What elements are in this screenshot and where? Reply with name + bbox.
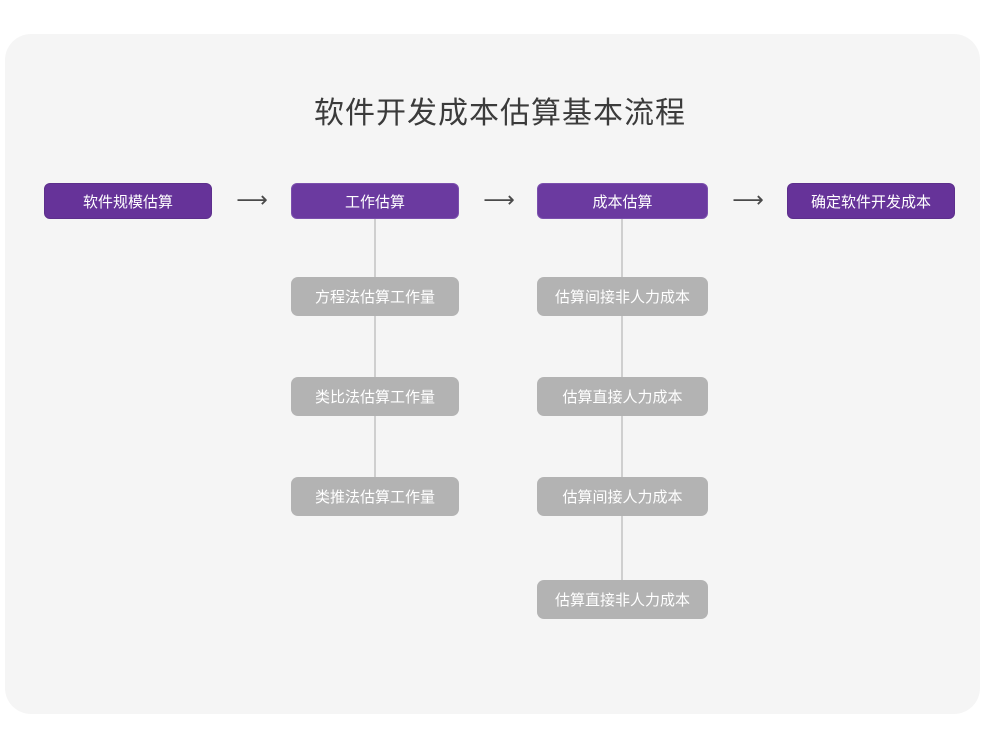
substep-node-stage3-4[interactable]: 估算直接非人力成本 [537,580,708,619]
substep-node-stage2-3[interactable]: 类推法估算工作量 [291,477,459,516]
connector-line-stage-2 [374,201,376,497]
stage-node-3[interactable]: 成本估算 [537,183,708,219]
substep-node-stage3-2[interactable]: 估算直接人力成本 [537,377,708,416]
stage-node-4[interactable]: 确定软件开发成本 [787,183,955,219]
page-title: 软件开发成本估算基本流程 [314,97,686,130]
substep-node-stage3-3[interactable]: 估算间接人力成本 [537,477,708,516]
arrow-icon-1: ⟶ [236,188,268,213]
substep-node-stage3-1[interactable]: 估算间接非人力成本 [537,277,708,316]
substep-node-stage2-2[interactable]: 类比法估算工作量 [291,377,459,416]
stage-node-2[interactable]: 工作估算 [291,183,459,219]
substep-node-stage2-1[interactable]: 方程法估算工作量 [291,277,459,316]
stage-node-1[interactable]: 软件规模估算 [44,183,212,219]
arrow-icon-2: ⟶ [483,188,515,213]
arrow-icon-3: ⟶ [732,188,764,213]
content-card [5,34,980,714]
